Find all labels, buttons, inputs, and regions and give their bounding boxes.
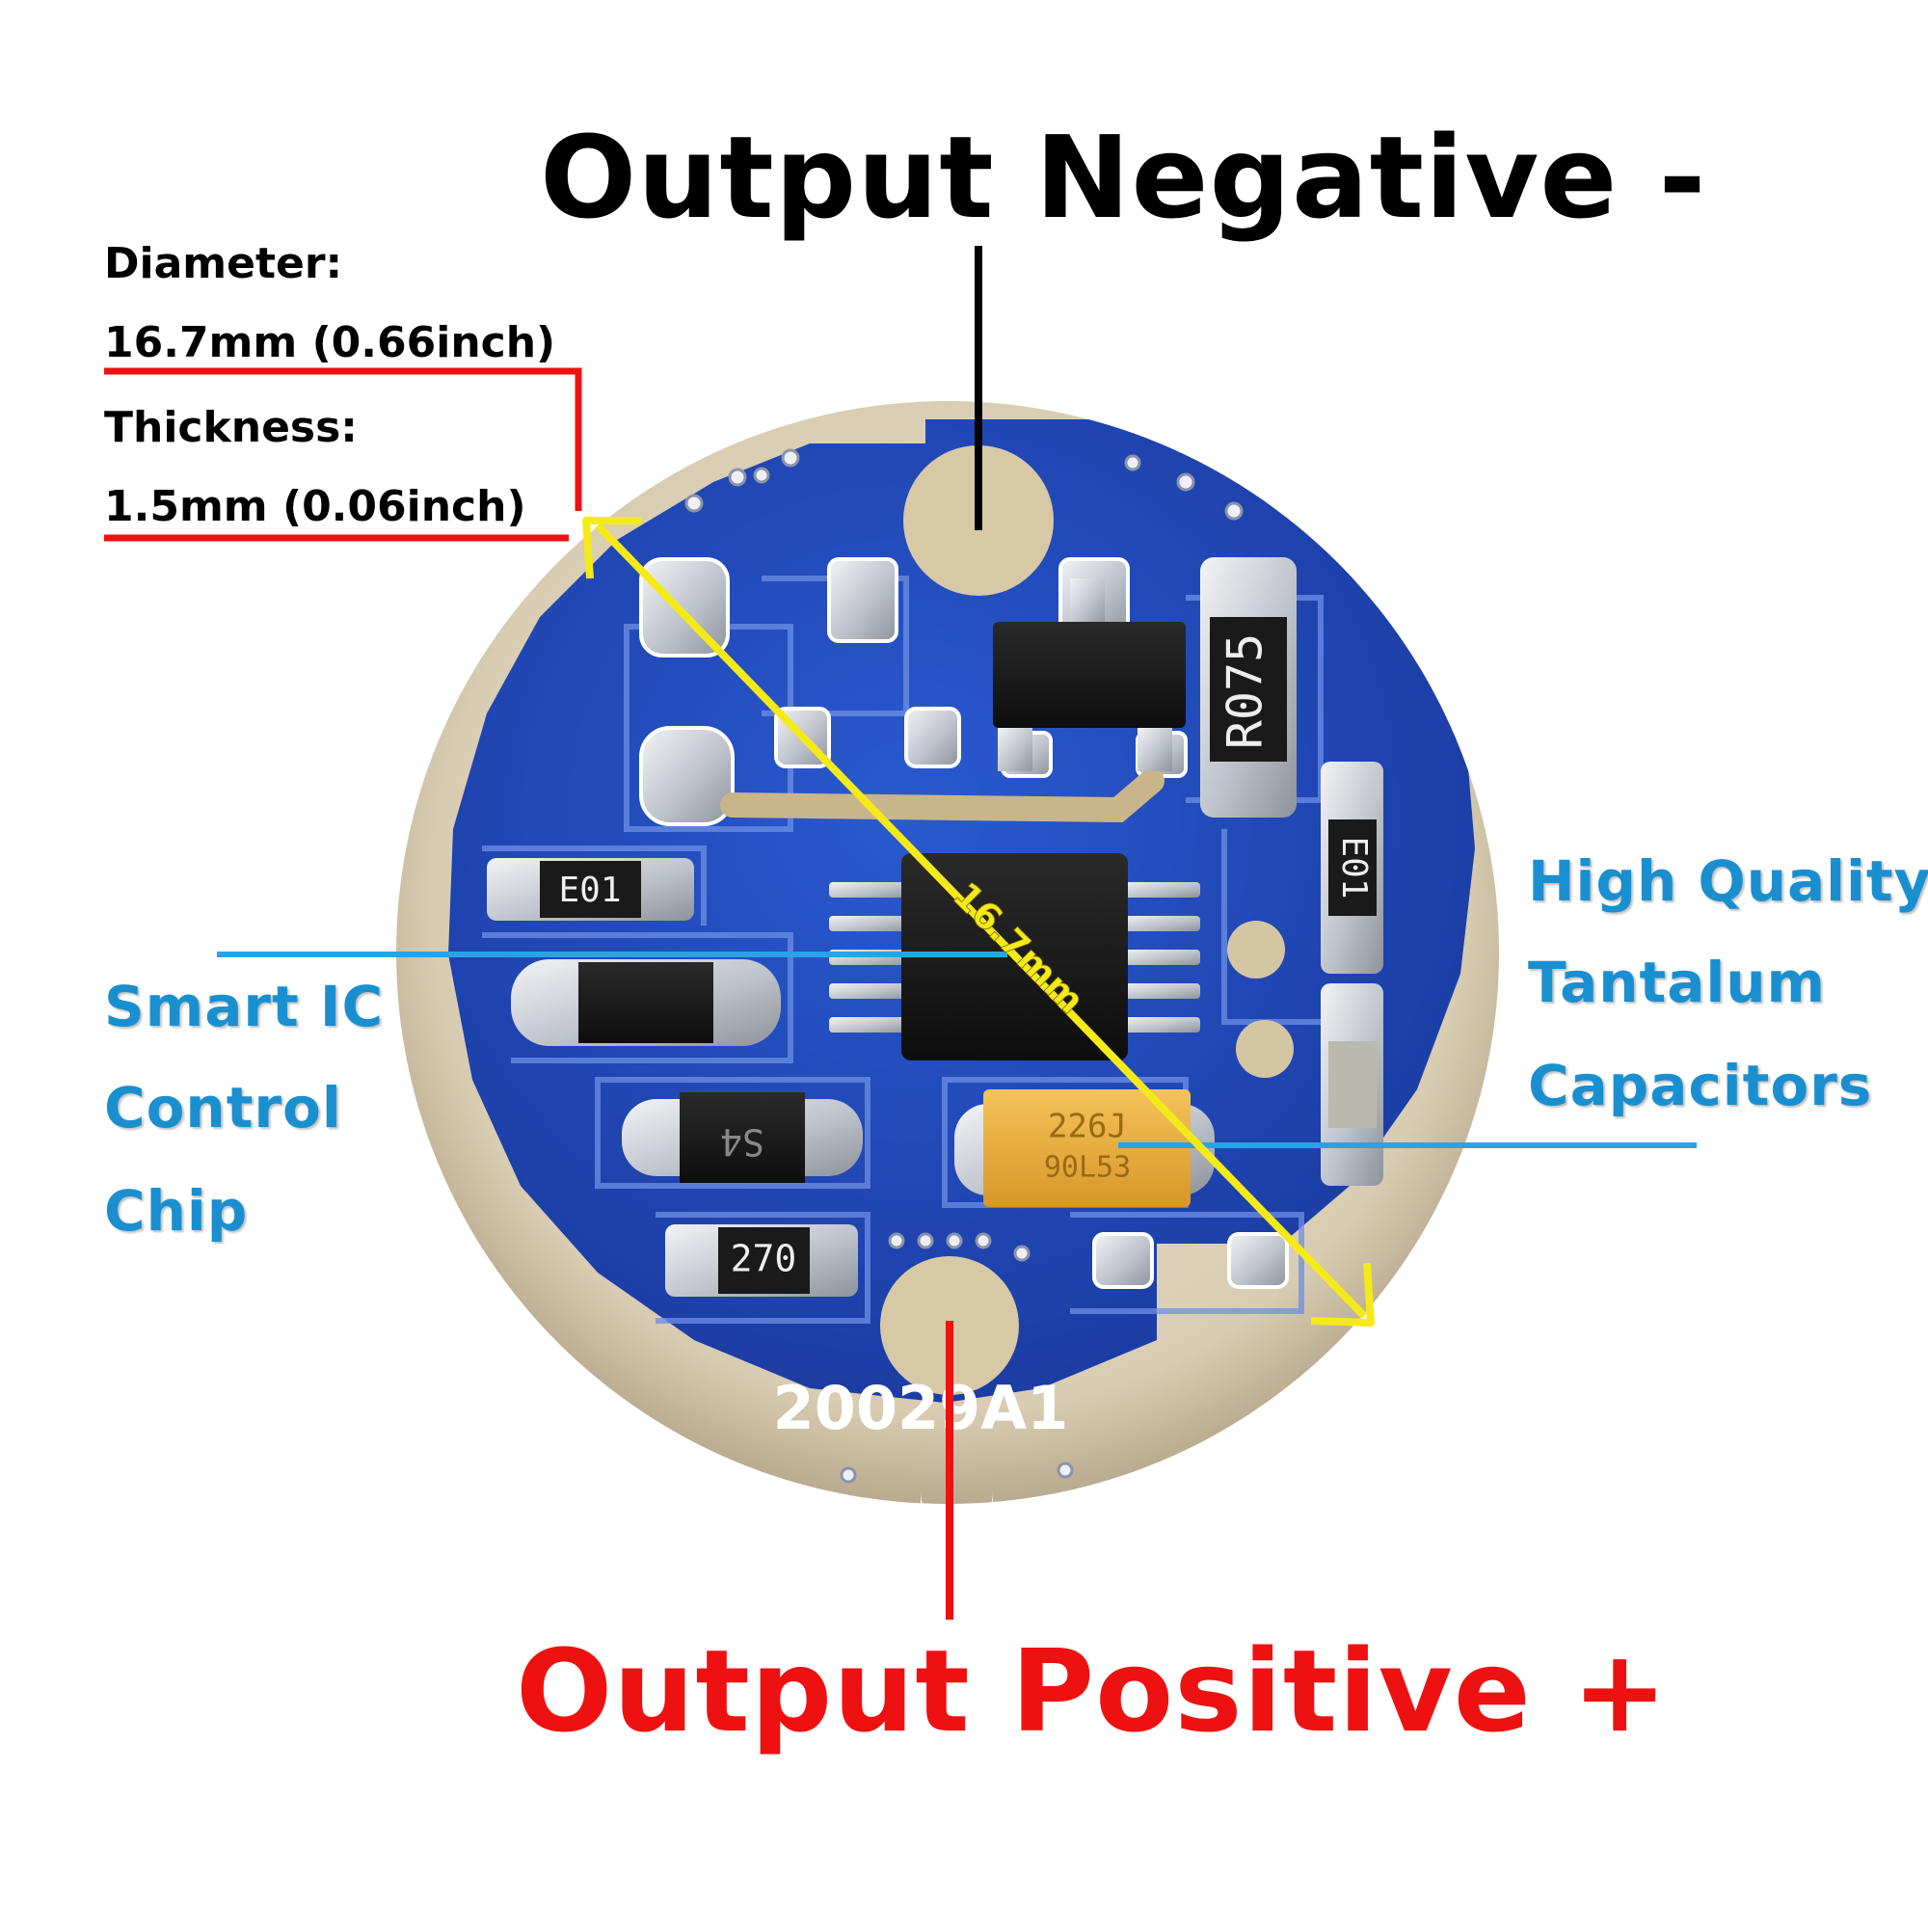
thickness-value: 1.5mm (0.06inch) (104, 482, 526, 531)
resistor-e01-label: E01 (558, 871, 621, 910)
resistor-side: E01 (1321, 762, 1383, 974)
diode-s4: S4 (622, 1092, 863, 1183)
output-negative-title: Output Negative - (540, 111, 1707, 244)
capacitor-callout-line-1: High Quality (1528, 848, 1928, 914)
tantalum-label-2: 90L53 (1044, 1151, 1131, 1185)
thickness-label: Thickness: (104, 403, 358, 452)
spec-bracket-top (104, 367, 582, 511)
board-notch (921, 1492, 993, 1529)
diode-left (511, 959, 781, 1046)
test-pad-2 (1236, 1020, 1294, 1078)
resistor-e01: E01 (487, 858, 694, 921)
tantalum-capacitor: 226J 90L53 (954, 1089, 1215, 1207)
test-pad-1 (1227, 921, 1285, 979)
resistor-r075: R075 (1200, 557, 1297, 818)
resistor-side-label: E01 (1334, 836, 1374, 899)
resistor-270-label: 270 (731, 1238, 797, 1280)
vias (684, 448, 1244, 1484)
resistor-270: 270 (665, 1224, 858, 1297)
copper-trace (720, 768, 1165, 823)
ceramic-capacitor-right (1321, 983, 1383, 1186)
diode-s4-label: S4 (720, 1121, 764, 1164)
ic-callout-line-1: Smart IC (104, 974, 385, 1039)
diameter-value: 16.7mm (0.66inch) (104, 318, 556, 367)
pcb-board: R075 E01 E01 (396, 401, 1499, 1529)
capacitor-callout-line-2: Tantalum (1528, 950, 1826, 1015)
transistor-top (993, 578, 1186, 771)
resistor-r075-label: R075 (1218, 633, 1273, 749)
solder-pads (639, 557, 1289, 1289)
capacitor-callout-line-3: Capacitors (1528, 1053, 1873, 1118)
ic-callout-line-2: Control (104, 1075, 342, 1140)
tantalum-label-1: 226J (1048, 1108, 1127, 1146)
board-id-label: 20029A1 (773, 1373, 1069, 1443)
diameter-label: Diameter: (104, 239, 343, 288)
ic-callout-line-3: Chip (104, 1178, 249, 1244)
output-positive-title: Output Positive + (516, 1624, 1669, 1758)
